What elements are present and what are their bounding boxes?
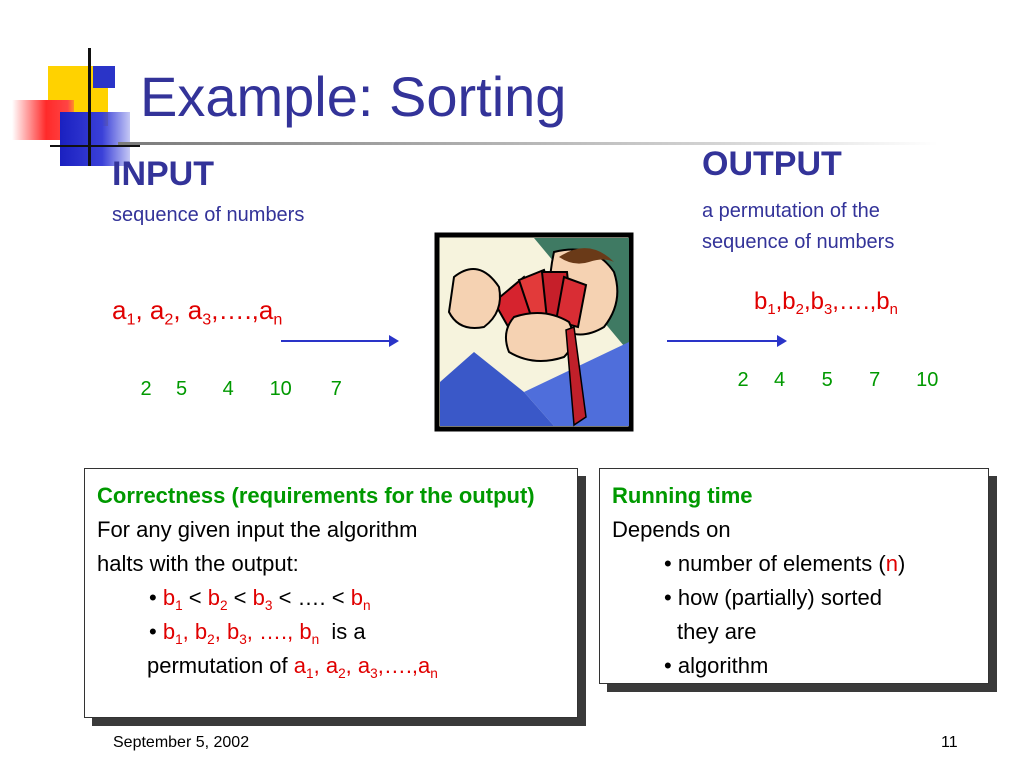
- input-number: 2: [140, 378, 152, 400]
- decor-vertical-line: [88, 48, 91, 166]
- slide-title: Example: Sorting: [140, 65, 567, 128]
- input-subtitle: sequence of numbers: [112, 204, 305, 226]
- output-heading: OUTPUT: [702, 145, 842, 183]
- decor-blue-square: [93, 66, 115, 88]
- footer-date: September 5, 2002: [113, 734, 250, 751]
- output-subtitle-line: sequence of numbers: [702, 231, 895, 253]
- output-subtitle: a permutation of the sequence of numbers: [702, 196, 982, 258]
- input-sequence: a1, a2, a3,….,an: [112, 295, 283, 329]
- input-number: 7: [330, 378, 342, 400]
- output-subtitle-line: a permutation of the: [702, 200, 880, 222]
- input-numbers: 2 5 4 10 7: [136, 378, 360, 401]
- output-sequence: b1,b2,b3,….,bn: [754, 288, 898, 319]
- correctness-body-line: halts with the output:: [97, 551, 299, 576]
- correctness-box: Correctness (requirements for the output…: [84, 468, 578, 718]
- correctness-bullet-permutation: • b1, b2, b3, …., bn is a: [149, 619, 366, 647]
- running-time-intro: Depends on: [612, 517, 731, 542]
- output-numbers: 2 4 5 7 10: [733, 369, 953, 392]
- input-number: 10: [269, 378, 292, 400]
- decor-blue-bar: [60, 112, 130, 166]
- correctness-heading: Correctness (requirements for the output…: [97, 483, 535, 508]
- running-time-bullet: • algorithm: [664, 653, 769, 678]
- running-time-bullet: • number of elements (n): [664, 551, 906, 576]
- running-time-box: Running time Depends on • number of elem…: [599, 468, 989, 684]
- title-underline: [118, 142, 938, 145]
- card-player-clipart-image: [434, 232, 634, 432]
- output-number: 5: [821, 369, 833, 391]
- correctness-body-line: For any given input the algorithm: [97, 517, 418, 542]
- page-number: 11: [941, 734, 958, 751]
- input-number: 5: [176, 378, 188, 400]
- running-time-bullet-continuation: they are: [677, 619, 757, 644]
- correctness-bullet-order: • b1 < b2 < b3 < …. < bn: [149, 585, 371, 613]
- input-number: 4: [222, 378, 234, 400]
- right-arrow-icon: [667, 335, 787, 347]
- output-number: 2: [737, 369, 749, 391]
- output-number: 7: [869, 369, 881, 391]
- input-heading: INPUT: [112, 155, 214, 193]
- running-time-heading: Running time: [612, 483, 753, 508]
- output-number: 4: [774, 369, 786, 391]
- decor-horizontal-line: [50, 145, 140, 147]
- output-number: 10: [916, 369, 939, 391]
- right-arrow-icon: [281, 335, 399, 347]
- correctness-bullet-continuation: permutation of a1, a2, a3,….,an: [147, 653, 438, 681]
- running-time-bullet: • how (partially) sorted: [664, 585, 883, 610]
